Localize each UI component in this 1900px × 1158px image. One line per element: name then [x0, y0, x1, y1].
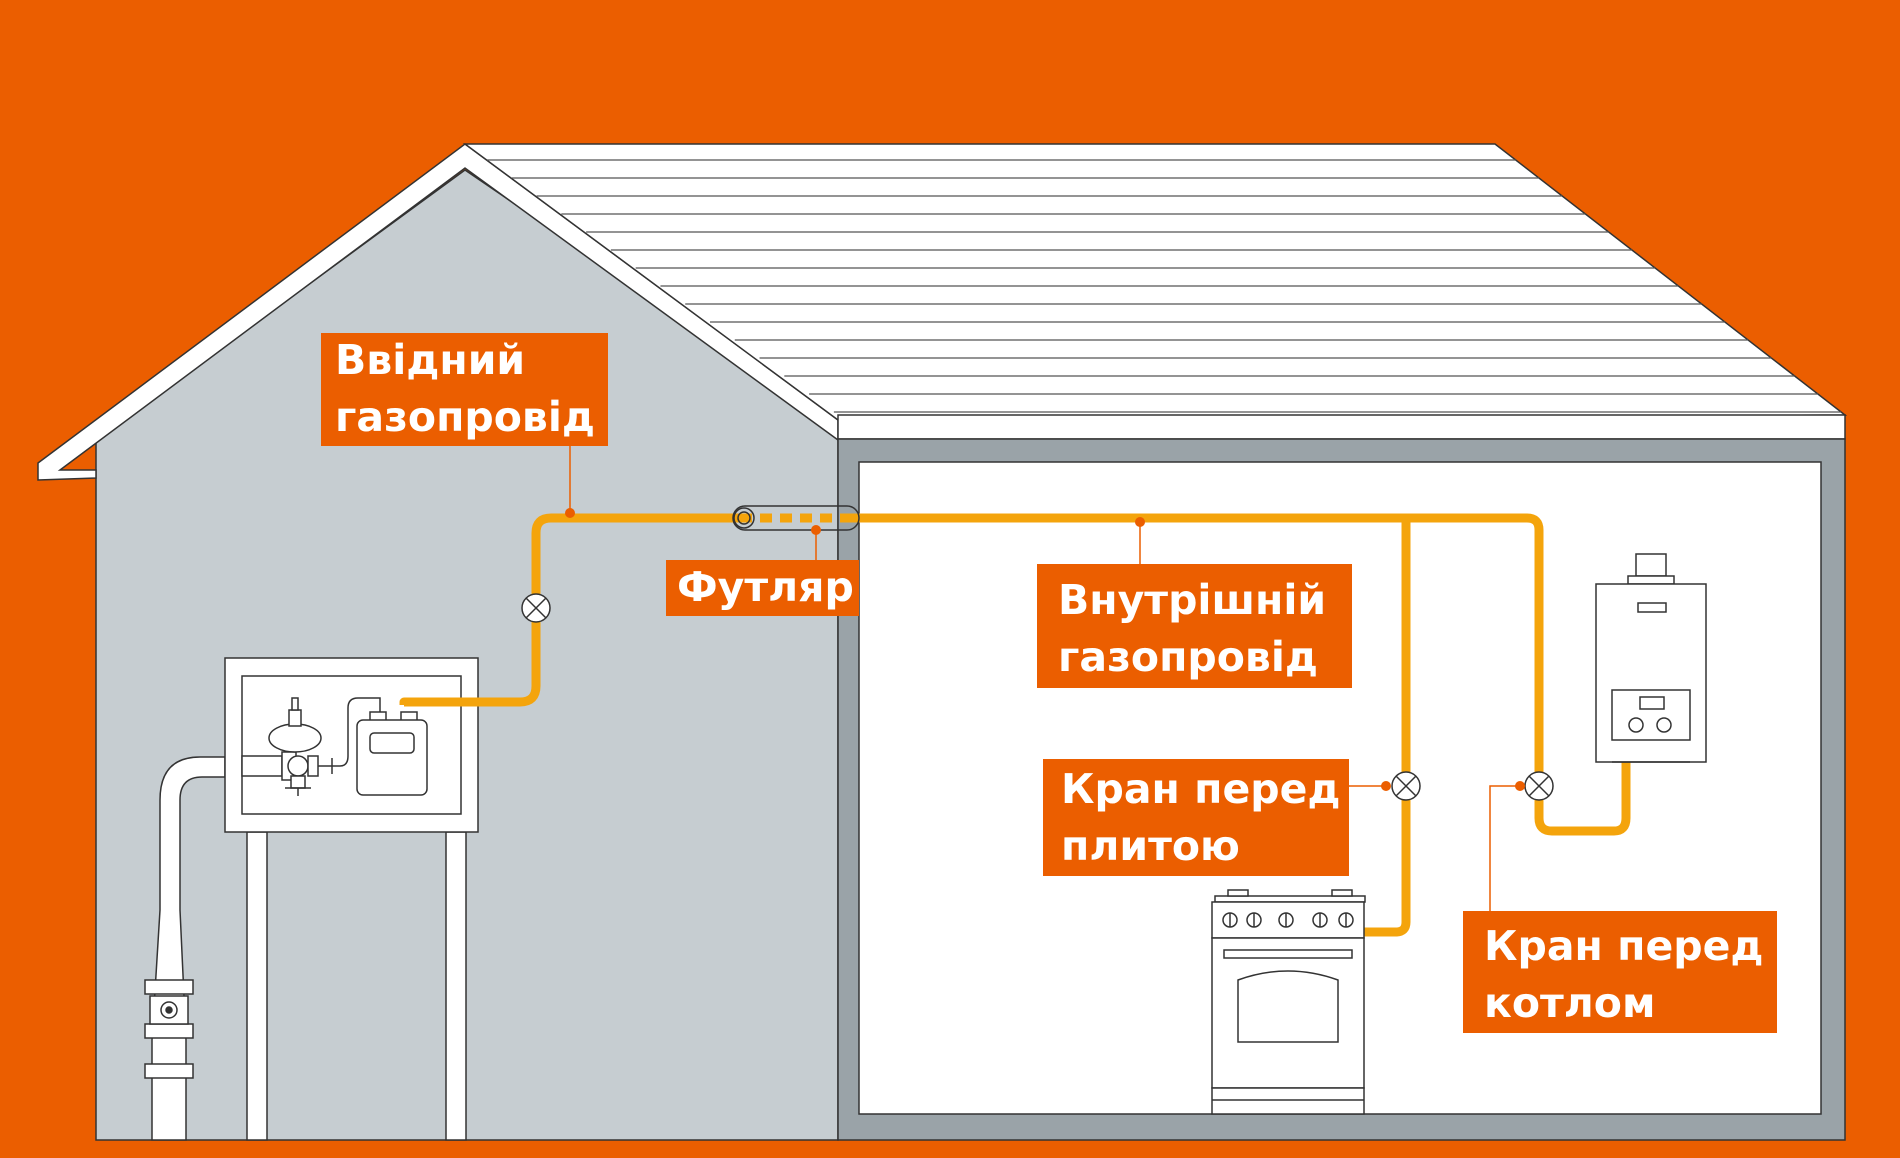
internal-pipe: [852, 513, 1631, 836]
leader-lines: [565, 446, 1525, 911]
label-boiler-valve-line2: котлом: [1484, 979, 1655, 1027]
label-stove-valve-line1: Кран перед: [1061, 765, 1341, 813]
label-boiler-valve: Кран перед котлом: [1463, 911, 1777, 1033]
pipe-sleeve: [732, 505, 860, 531]
label-stove-valve-line2: плитою: [1061, 822, 1240, 870]
label-intake-pipeline: Ввідний газопровід: [321, 333, 608, 446]
gas-meter-icon: [356, 711, 428, 796]
roof: [462, 143, 1848, 440]
label-boiler-valve-line1: Кран перед: [1484, 922, 1764, 970]
intake-pipe: [399, 513, 740, 707]
gas-stove-icon: [1211, 889, 1366, 1115]
gas-pipeline: [399, 513, 1631, 937]
label-sleeve-text: Футляр: [677, 563, 854, 611]
gas-boiler-icon: [1595, 553, 1707, 763]
label-internal-line1: Внутрішній: [1058, 576, 1326, 624]
label-intake-line1: Ввідний: [335, 336, 525, 384]
label-internal-line2: газопровід: [1058, 633, 1318, 681]
label-stove-valve: Кран перед плитою: [1043, 759, 1349, 876]
label-internal-pipeline: Внутрішній газопровід: [1037, 564, 1352, 688]
pressure-regulator-icon: [241, 697, 381, 796]
valve-icon: [521, 593, 551, 623]
label-sleeve: Футляр: [666, 560, 859, 616]
valve-icon: [1524, 771, 1554, 801]
stove-branch: [1364, 518, 1411, 937]
label-intake-line2: газопровід: [335, 393, 595, 441]
valve-icon: [1391, 771, 1421, 801]
